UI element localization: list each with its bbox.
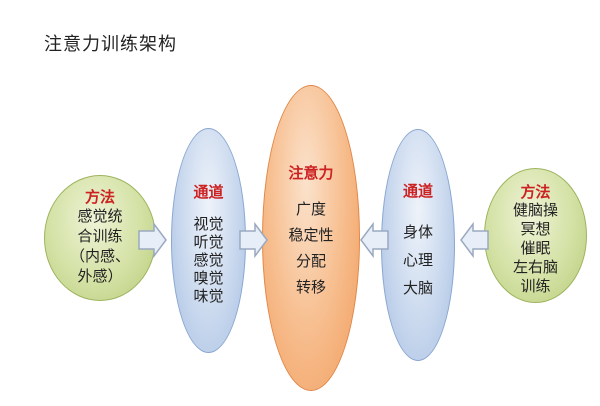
- method-left-heading: 方法: [84, 188, 115, 206]
- channel-right-ellipse: 通道 身体 心理 大脑: [381, 129, 455, 361]
- channel-right-item: 心理: [402, 251, 433, 269]
- channel-left-item: 听觉: [193, 233, 224, 251]
- channel-left-list: 视觉 听觉 感觉 嗅觉 味觉: [172, 215, 245, 305]
- method-right-item: 冥想: [520, 220, 551, 238]
- channel-right-item: 身体: [402, 223, 433, 241]
- method-right-list: 健脑操 冥想 催眠 左右脑 训练: [485, 201, 586, 296]
- method-right-item: 催眠: [520, 239, 551, 257]
- attention-item: 分配: [295, 252, 326, 270]
- method-right-item: 健脑操: [512, 201, 558, 219]
- channel-right-list: 身体 心理 大脑: [382, 218, 454, 302]
- method-left-line: 合训练: [77, 227, 123, 245]
- channel-right-item: 大脑: [402, 279, 433, 297]
- attention-item: 转移: [295, 278, 326, 296]
- channel-left-item: 嗅觉: [193, 269, 224, 287]
- method-right-ellipse: 方法 健脑操 冥想 催眠 左右脑 训练: [484, 168, 587, 303]
- method-left-ellipse: 方法 感觉统 合训练 （内感、 外感）: [44, 175, 156, 301]
- channel-left-ellipse: 通道 视觉 听觉 感觉 嗅觉 味觉: [171, 128, 246, 353]
- channel-left-heading: 通道: [193, 183, 224, 201]
- attention-heading: 注意力: [288, 164, 334, 182]
- method-left-text: 感觉统 合训练 （内感、 外感）: [45, 206, 155, 286]
- method-left-line: 外感）: [77, 267, 123, 285]
- channel-left-item: 视觉: [193, 215, 224, 233]
- method-right-item: 左右脑: [512, 258, 558, 276]
- diagram-title: 注意力训练架构: [44, 34, 177, 55]
- attention-item: 广度: [295, 200, 326, 218]
- method-right-heading: 方法: [520, 183, 551, 201]
- method-right-item: 训练: [520, 277, 551, 295]
- attention-list: 广度 稳定性 分配 转移: [263, 196, 359, 300]
- channel-right-heading: 通道: [402, 182, 433, 200]
- attention-item: 稳定性: [288, 226, 334, 244]
- method-left-line: （内感、: [69, 247, 130, 265]
- channel-left-item: 味觉: [193, 287, 224, 305]
- attention-ellipse: 注意力 广度 稳定性 分配 转移: [262, 85, 360, 391]
- method-left-line: 感觉统: [77, 207, 123, 225]
- channel-left-item: 感觉: [193, 251, 224, 269]
